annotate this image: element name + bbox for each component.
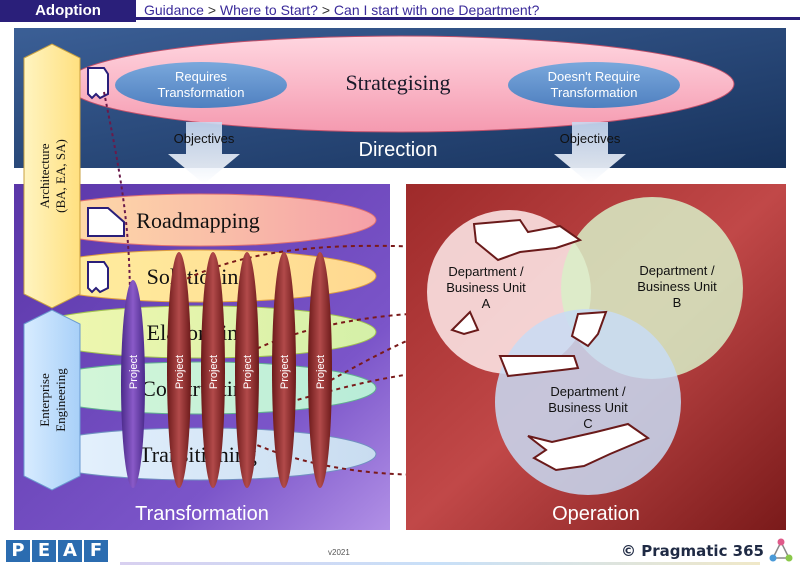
project-ellipse-6 xyxy=(308,252,332,488)
direction-title: Direction xyxy=(359,139,438,161)
breadcrumb: Guidance > Where to Start? > Can I start… xyxy=(136,0,800,20)
transitioning-label: Transitioning xyxy=(139,442,257,467)
project-ellipse-3 xyxy=(201,252,225,488)
header: Adoption Guidance > Where to Start? > Ca… xyxy=(0,0,800,22)
footer-bar xyxy=(120,562,760,565)
version-label: v2021 xyxy=(328,548,350,557)
department-a-line-2: Business Unit xyxy=(446,280,526,295)
project-label-3: Project xyxy=(208,355,220,389)
change-shape xyxy=(498,355,580,378)
project-label-6: Project xyxy=(315,355,327,389)
department-a-line-3: A xyxy=(482,296,491,311)
project-ellipse-4 xyxy=(235,252,259,488)
change-shape xyxy=(527,422,651,472)
project-label-2: Project xyxy=(174,355,186,389)
breadcrumb-separator: > xyxy=(321,2,331,18)
requires-line-2: Transformation xyxy=(158,85,245,100)
objectives-right-arrow xyxy=(554,122,626,184)
doesnt-require-transformation-pill xyxy=(508,62,680,108)
not-requires-line-2: Transformation xyxy=(551,85,638,100)
project-ellipse-5 xyxy=(272,252,296,488)
engineering-line-1: Enterprise xyxy=(37,373,52,427)
department-c-line-3: C xyxy=(583,416,592,431)
logo-letter: F xyxy=(84,540,108,562)
department-a-line-1: Department / xyxy=(448,264,524,279)
document-icon xyxy=(87,261,109,294)
operation-title: Operation xyxy=(552,503,640,525)
dashed-connector xyxy=(249,441,551,476)
breadcrumb-current: Can I start with one Department? xyxy=(333,2,540,18)
objectives-left-label: Objectives xyxy=(174,131,235,146)
dashed-connector xyxy=(309,321,461,393)
requires-transformation-pill xyxy=(115,62,287,108)
project-ellipse-1 xyxy=(121,280,145,488)
document-icon xyxy=(87,207,125,237)
peaf-logo: P E A F xyxy=(6,540,108,562)
change-shape xyxy=(472,218,583,262)
requires-line-1: Requires xyxy=(175,69,228,84)
elaborating-label: Elaborating xyxy=(147,320,250,345)
network-icon xyxy=(769,538,793,562)
engineering-arrow xyxy=(23,309,81,491)
engineering-line-2: Engineering xyxy=(53,368,68,432)
logo-letter: P xyxy=(6,540,30,562)
logo-letter: A xyxy=(58,540,82,562)
solutioning-label: Solutioning xyxy=(147,264,250,289)
breadcrumb-guidance[interactable]: Guidance xyxy=(144,2,204,18)
department-c-line-1: Department / xyxy=(550,384,626,399)
department-b-line-2: Business Unit xyxy=(637,279,717,294)
document-icon xyxy=(87,67,109,100)
objectives-right-label: Objectives xyxy=(560,131,621,146)
project-label-1: Project xyxy=(128,355,140,389)
architecture-line-1: Architecture xyxy=(37,143,52,208)
department-b-line-3: B xyxy=(673,295,682,310)
breadcrumb-where-to-start[interactable]: Where to Start? xyxy=(219,2,318,18)
roadmapping-label: Roadmapping xyxy=(136,208,259,233)
change-shape xyxy=(450,310,480,336)
project-ellipse-2 xyxy=(167,252,191,488)
project-label-4: Project xyxy=(242,355,254,389)
project-label-5: Project xyxy=(279,355,291,389)
department-b-line-1: Department / xyxy=(639,263,715,278)
adoption-tab[interactable]: Adoption xyxy=(0,0,136,22)
transformation-title: Transformation xyxy=(135,503,269,525)
logo-letter: E xyxy=(32,540,56,562)
department-c-line-2: Business Unit xyxy=(548,400,628,415)
breadcrumb-separator: > xyxy=(207,2,217,18)
footer: P E A F v2021 © Pragmatic 365 xyxy=(0,536,800,566)
strategising-label: Strategising xyxy=(345,70,450,95)
architecture-line-2: (BA, EA, SA) xyxy=(53,139,68,213)
change-shape xyxy=(570,310,608,348)
diagram: Strategising Requires Transformation Doe… xyxy=(14,28,786,530)
objectives-left-arrow xyxy=(168,122,240,184)
architecture-arrow xyxy=(23,43,81,309)
not-requires-line-1: Doesn't Require xyxy=(548,69,641,84)
brand-label: © Pragmatic 365 xyxy=(621,542,764,560)
